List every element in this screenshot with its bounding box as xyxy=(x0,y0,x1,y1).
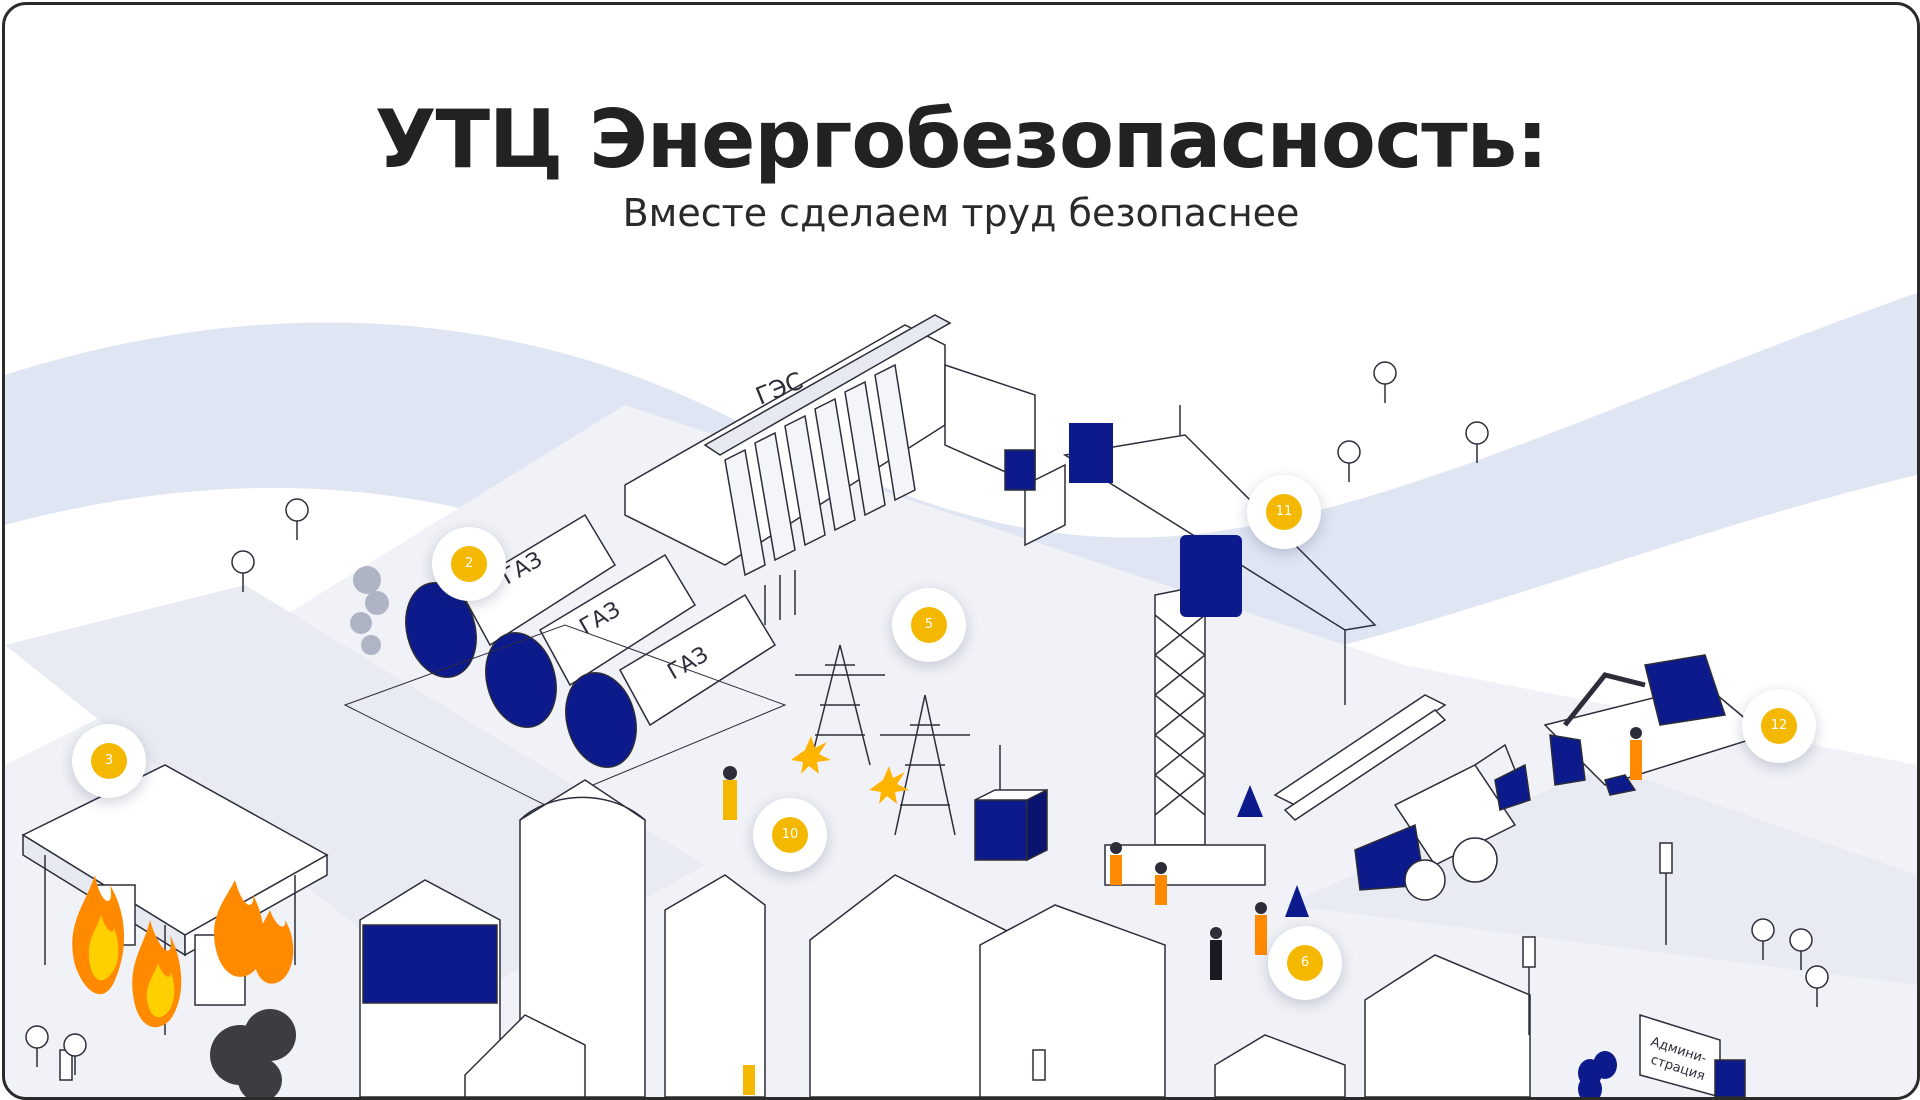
marker-dot xyxy=(1761,708,1797,744)
marker-number: 2 xyxy=(464,556,474,571)
marker-dot xyxy=(451,546,487,582)
crane-counterweight xyxy=(1069,423,1113,483)
gray-smoke xyxy=(350,566,389,655)
river xyxy=(5,293,1917,685)
bulldozer xyxy=(1354,743,1531,901)
hotspot-marker-2[interactable]: 2 xyxy=(432,527,506,601)
concrete-slabs xyxy=(1273,694,1447,821)
crane-cabin xyxy=(1180,535,1242,617)
hotspot-marker-3[interactable]: 3 xyxy=(72,724,146,798)
marker-number: 11 xyxy=(1275,504,1293,519)
hotspot-marker-10[interactable]: 10 xyxy=(753,798,827,872)
hotspot-marker-11[interactable]: 11 xyxy=(1247,475,1321,549)
barrels xyxy=(1578,1051,1617,1097)
marker-number: 5 xyxy=(924,617,934,632)
hotspot-marker-6[interactable]: 6 xyxy=(1268,926,1342,1000)
marker-number: 6 xyxy=(1300,955,1310,970)
marker-number: 3 xyxy=(104,753,114,768)
marker-number: 10 xyxy=(781,827,799,842)
city-buildings xyxy=(359,779,1531,1097)
traffic-lights xyxy=(59,842,1673,1081)
workers xyxy=(723,727,1642,1095)
hydro-dam xyxy=(624,314,1066,577)
tower-crane xyxy=(1062,405,1377,886)
hotspot-marker-12[interactable]: 12 xyxy=(1742,689,1816,763)
marker-dot xyxy=(1266,494,1302,530)
page-title: УТЦ Энергобезопасность: xyxy=(374,93,1548,186)
marker-dot xyxy=(1287,945,1323,981)
sparks xyxy=(791,736,909,804)
marker-dot xyxy=(911,607,947,643)
excavator xyxy=(1543,654,1767,796)
admin-sign xyxy=(1639,1013,1746,1097)
marker-dot xyxy=(772,817,808,853)
trees xyxy=(25,361,1829,1075)
hotspot-marker-5[interactable]: 5 xyxy=(892,588,966,662)
traffic-cones xyxy=(1237,785,1309,917)
fire-core xyxy=(88,915,175,1018)
marker-dot xyxy=(91,743,127,779)
page-subtitle: Вместе сделаем труд безопаснее xyxy=(622,191,1300,235)
black-smoke xyxy=(210,1009,296,1097)
transformer-box xyxy=(974,745,1048,862)
power-towers xyxy=(764,570,970,836)
marker-number: 12 xyxy=(1770,718,1788,733)
gas-tanks xyxy=(343,513,787,806)
